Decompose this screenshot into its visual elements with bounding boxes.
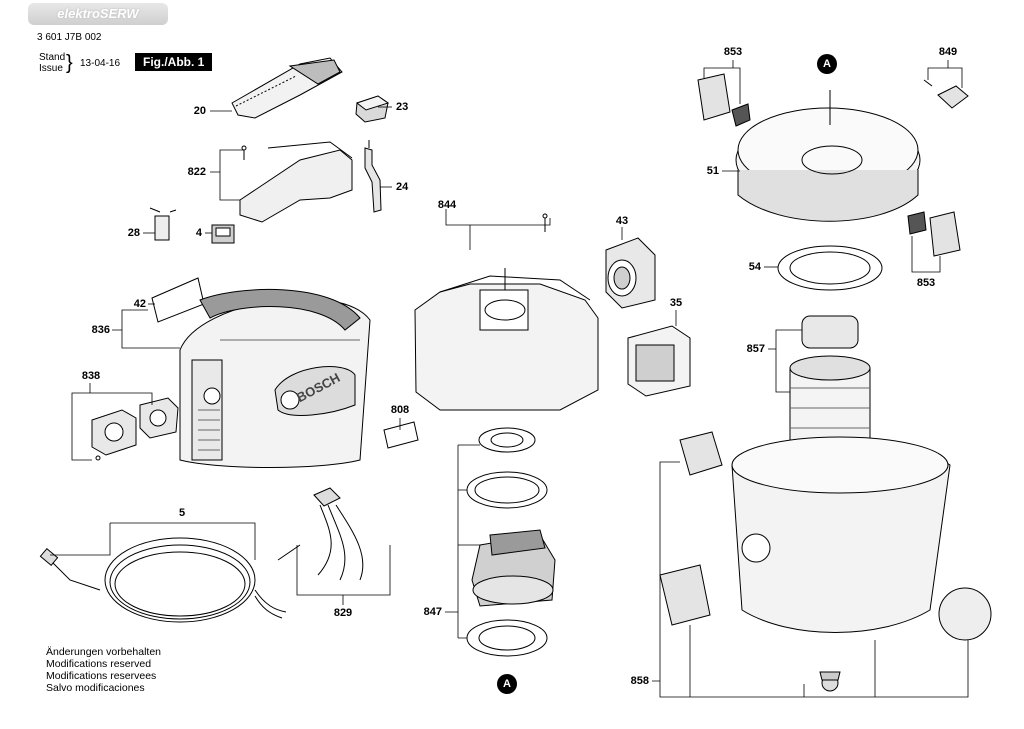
part-label-51: 51 bbox=[706, 165, 719, 177]
part-label-54: 54 bbox=[748, 261, 761, 273]
note-en: Modifications reserved bbox=[46, 658, 152, 670]
filter-cage-part-857 bbox=[789, 315, 871, 441]
switch-bracket-part-822 bbox=[239, 141, 353, 223]
connection-marker-a-top: A bbox=[817, 54, 837, 74]
part-label-858: 858 bbox=[630, 675, 649, 687]
label-part-42 bbox=[151, 277, 205, 323]
part-label-28: 28 bbox=[127, 227, 140, 239]
cable-part-5 bbox=[39, 537, 287, 623]
note-es: Salvo modificaciones bbox=[46, 682, 145, 694]
watermark-logo: elektroSERW bbox=[28, 3, 168, 25]
part-label-20: 20 bbox=[193, 105, 206, 117]
motor-cover-part-844 bbox=[414, 213, 599, 411]
switch-part-4 bbox=[211, 224, 235, 244]
motor-part-847 bbox=[471, 529, 556, 607]
filter-part-35 bbox=[627, 325, 691, 397]
brace-glyph: } bbox=[66, 52, 73, 74]
carbon-brush-part-28 bbox=[149, 207, 177, 241]
filter-plate-part-838 bbox=[91, 397, 179, 461]
part-label-836: 836 bbox=[91, 324, 110, 336]
seal-ring-upper bbox=[478, 427, 536, 453]
doc-number: 3 601 J7B 002 bbox=[37, 32, 102, 43]
label-part-808 bbox=[383, 421, 419, 449]
part-label-847: 847 bbox=[423, 606, 442, 618]
cap-part-23 bbox=[355, 95, 390, 123]
latch-part-853-top bbox=[697, 73, 751, 127]
cable-harness-part-829 bbox=[277, 487, 364, 581]
tank-part-858 bbox=[659, 431, 992, 692]
seal-ring-middle bbox=[466, 471, 548, 509]
seal-part-54 bbox=[777, 245, 883, 291]
part-label-808: 808 bbox=[390, 404, 410, 416]
part-label-857: 857 bbox=[746, 343, 765, 355]
part-label-853-bottom: 853 bbox=[916, 277, 936, 289]
fan-part-43 bbox=[605, 237, 656, 309]
part-label-838: 838 bbox=[81, 370, 101, 382]
issue-date: 13-04-16 bbox=[80, 58, 121, 69]
part-label-844: 844 bbox=[437, 199, 457, 211]
clip-part-849 bbox=[923, 79, 969, 109]
part-label-829: 829 bbox=[333, 607, 353, 619]
part-label-42: 42 bbox=[133, 298, 146, 310]
part-label-5: 5 bbox=[178, 507, 186, 519]
issue-label: Issue bbox=[39, 63, 63, 74]
part-label-849: 849 bbox=[938, 46, 958, 58]
part-label-23: 23 bbox=[396, 101, 409, 113]
latch-part-853-bottom bbox=[907, 211, 961, 257]
part-label-853-top: 853 bbox=[723, 46, 743, 58]
figure-label: Fig./Abb. 1 bbox=[135, 53, 213, 71]
part-label-24: 24 bbox=[396, 181, 409, 193]
part-label-822: 822 bbox=[187, 166, 206, 178]
watermark-text: elektroSERW bbox=[57, 6, 139, 21]
handle-part-20 bbox=[231, 57, 343, 119]
stand-label: Stand bbox=[39, 52, 66, 63]
note-fr: Modifications reservees bbox=[46, 670, 157, 682]
lid-part-51 bbox=[735, 90, 921, 222]
part-label-35: 35 bbox=[669, 297, 683, 309]
leader-lines bbox=[50, 60, 969, 698]
part-label-4: 4 bbox=[195, 227, 202, 239]
part-label-43: 43 bbox=[615, 215, 629, 227]
connection-marker-a-bottom: A bbox=[497, 674, 517, 694]
seal-ring-lower bbox=[466, 619, 548, 657]
hose-part-24 bbox=[364, 140, 382, 213]
note-de: Änderungen vorbehalten bbox=[46, 646, 162, 658]
modification-notes: Änderungen vorbehalten Modifications res… bbox=[46, 646, 161, 694]
motor-housing-part-836 bbox=[179, 288, 371, 468]
